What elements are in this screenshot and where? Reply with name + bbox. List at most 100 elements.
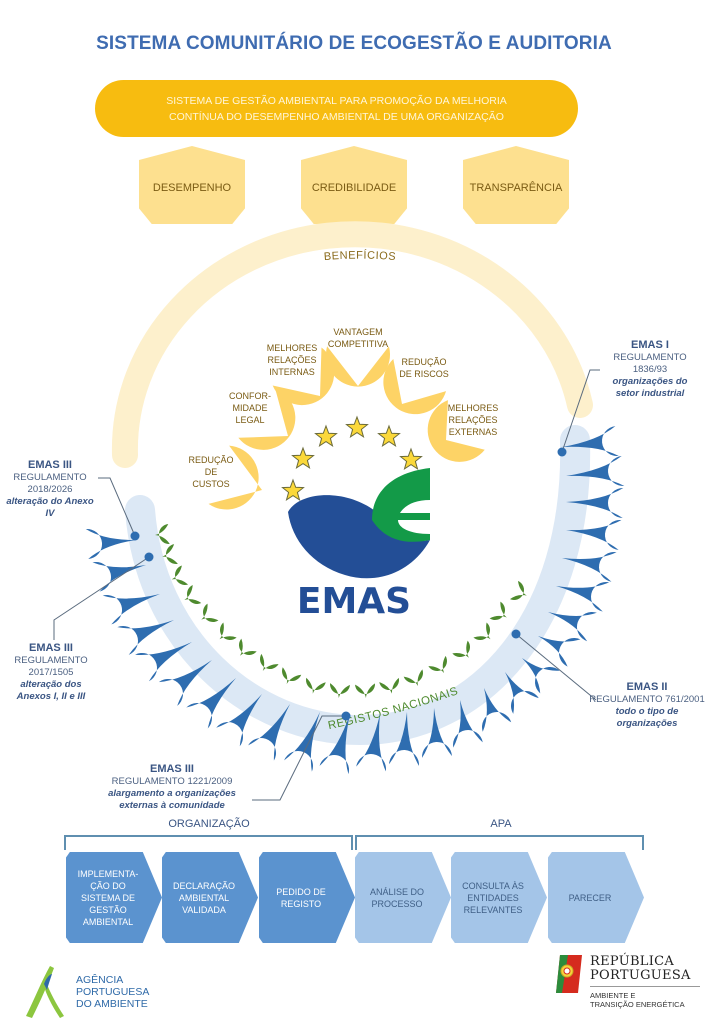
apa-logo: AGÊNCIA PORTUGUESA DO AMBIENTE <box>20 962 220 1018</box>
registration-drop-label: 54 <box>385 676 393 685</box>
registration-drop-label: 61 <box>245 641 253 650</box>
process-step-line: ENTIDADES <box>467 892 519 903</box>
year-drop-1999: 1999 <box>548 611 602 642</box>
year-drop-2016-label: 2016 <box>98 605 117 615</box>
portugal-flag-icon <box>556 955 582 993</box>
callout-regulation: REGULAMENTO <box>613 352 687 363</box>
benefit-label: CUSTOS <box>192 479 229 489</box>
divider <box>590 986 700 987</box>
bracket-organizacao <box>64 835 353 850</box>
registration-drop: 1 <box>509 580 527 601</box>
apa-logo-icon <box>26 966 64 1018</box>
year-drop-2012: 2012 <box>186 678 236 729</box>
ministry-line: TRANSIÇÃO ENERGÉTICA <box>590 1000 685 1009</box>
year-drop-1996-shape <box>566 519 622 550</box>
registration-drop-shape <box>201 603 219 623</box>
pillar-transparencia: TRANSPARÊNCIA <box>463 146 569 224</box>
benefit-label: MIDADE <box>232 403 267 413</box>
year-drop-2015-label: 2015 <box>114 636 133 646</box>
registration-drop: 12 <box>452 640 471 658</box>
registration-drop: 41 <box>403 669 424 687</box>
registration-drop-shape <box>184 584 202 604</box>
registration-drop-label: 1 <box>512 586 516 595</box>
benefit-shape <box>326 346 391 387</box>
year-drop-2010: 2010 <box>248 704 290 761</box>
banner-line-1: SISTEMA DE GESTÃO AMBIENTAL PARA PROMOÇÃ… <box>166 94 507 107</box>
registration-drop-shape <box>171 565 189 586</box>
year-drop-2014: 2014 <box>133 642 192 682</box>
year-drop-1998-label: 1998 <box>597 592 616 602</box>
callout-emas-3-2018: EMAS III REGULAMENTO 2018/2026 alteração… <box>3 458 97 520</box>
registration-drop-shape <box>155 524 170 545</box>
year-drop-1998: 1998 <box>556 581 616 612</box>
callout-note: externas à comunidade <box>119 800 225 811</box>
process-step-line: REGISTO <box>280 898 322 909</box>
pillar-desempenho: DESEMPENHO <box>139 146 245 224</box>
republica-line: REPÚBLICA <box>590 954 675 969</box>
apa-line: AGÊNCIA <box>76 974 124 986</box>
callout-connector <box>53 556 150 640</box>
benefit-label: RELAÇÕES <box>448 415 497 425</box>
group-label-apa: APA <box>490 818 512 830</box>
year-drop-2010-shape <box>248 704 290 761</box>
process-step-line: CONSULTA ÀS <box>462 880 524 891</box>
registration-drop: 77 <box>281 667 302 684</box>
year-drop-2011-shape <box>216 694 262 747</box>
year-drop-2009-label: 2009 <box>289 761 308 771</box>
year-drop-2000-label: 2000 <box>565 648 584 658</box>
year-drop-1995-shape <box>566 487 624 518</box>
year-drop-2000: 2000 <box>538 636 584 667</box>
year-drop-2001-shape <box>522 658 560 694</box>
year-drop-2003-label: 2003 <box>488 722 507 732</box>
registration-drop-shape <box>473 622 491 641</box>
ministry-name: AMBIENTE E TRANSIÇÃO ENERGÉTICA <box>590 991 685 1009</box>
process-step-line: PARECER <box>568 892 612 903</box>
registration-drop-shape <box>428 655 448 674</box>
star-icon <box>314 424 338 448</box>
registration-drop-shape <box>281 667 302 684</box>
process-step-line: VALIDADA <box>182 904 226 915</box>
callout-note: organizações do <box>612 376 688 387</box>
registration-drop: 61 <box>238 638 257 656</box>
registration-drop-label: 51 <box>165 530 173 539</box>
callout-regulation: REGULAMENTO <box>14 655 88 666</box>
benefit-label: MELHORES <box>448 403 499 413</box>
republica-portuguesa-logo: REPÚBLICA PORTUGUESA AMBIENTE E TRANSIÇÃ… <box>552 951 702 1011</box>
year-drop-2013-shape <box>158 660 212 706</box>
page-title: SISTEMA COMUNITÁRIO DE ECOGESTÃO E AUDIT… <box>96 33 612 54</box>
callout-note: Anexos I, II e III <box>16 691 86 702</box>
year-drop-1995: 1995 <box>566 487 633 518</box>
registration-drop-label: 2 <box>493 606 497 615</box>
callout-note: setor industrial <box>615 388 685 399</box>
callout-heading: EMAS III <box>149 763 194 775</box>
callout-emas-2: EMAS II REGULAMENTO 761/2001 todo o tipo… <box>588 680 706 730</box>
callout-regulation: REGULAMENTO <box>13 472 87 483</box>
benefit-label: REDUÇÃO <box>188 455 233 465</box>
year-drop-1999-label: 1999 <box>583 622 602 632</box>
definition-banner: SISTEMA DE GESTÃO AMBIENTAL PARA PROMOÇÃ… <box>95 80 578 137</box>
year-drop-2007-shape <box>356 714 387 772</box>
year-drop-1997: 1997 <box>562 552 624 582</box>
year-drop-2018-label: 2018 <box>78 539 97 549</box>
year-drop-2007: 2007 <box>356 714 387 774</box>
registration-drop: 68 <box>260 653 279 671</box>
year-drop-2016: 2016 <box>98 594 160 625</box>
registration-drop-shape <box>509 580 527 601</box>
registration-drop-label: 23 <box>433 657 441 666</box>
registration-drop-label: 57 <box>209 608 217 617</box>
benefit-label: MELHORES <box>267 343 318 353</box>
registration-drop-label: 58 <box>193 590 201 599</box>
benefit-shape <box>208 445 262 510</box>
registration-drop-label: 68 <box>266 655 274 664</box>
benefit-label: LEGAL <box>235 415 264 425</box>
callout-heading: EMAS II <box>626 681 668 693</box>
year-drop-2002-label: 2002 <box>517 701 536 711</box>
